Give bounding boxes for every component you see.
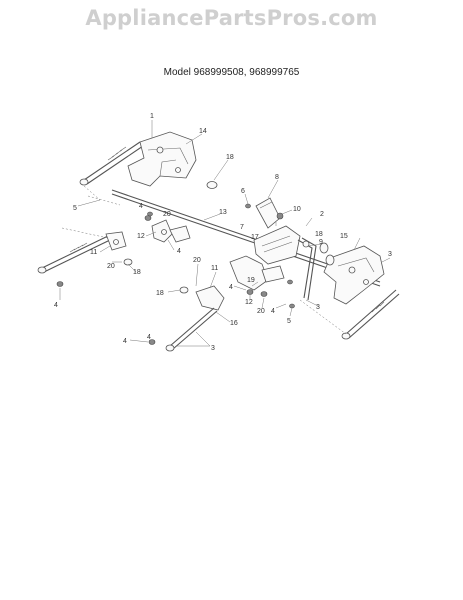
callout-11: 11 [211, 265, 218, 272]
washer-4-a [147, 211, 153, 217]
callout-16: 16 [230, 320, 238, 327]
callout-14: 14 [199, 128, 207, 135]
callout-18: 18 [156, 290, 164, 297]
foot-pedal [245, 197, 284, 229]
callout-5: 5 [73, 205, 77, 212]
right-bracket [323, 245, 385, 305]
callout-11: 11 [90, 249, 97, 256]
callout-20: 20 [163, 211, 171, 218]
callout-18: 18 [315, 231, 323, 238]
callout-20: 20 [257, 308, 265, 315]
model-caption: Model 968999508, 968999765 [163, 67, 300, 78]
callout-12: 12 [245, 299, 253, 306]
pedal-arm [297, 237, 317, 301]
callout-13: 13 [219, 209, 227, 216]
callout-15: 15 [340, 233, 348, 240]
callout-4: 4 [229, 284, 233, 291]
callout-7: 7 [240, 224, 244, 231]
callout-labels: 1 14 18 6 8 10 5 4 20 13 12 4 7 2 17 9 1… [54, 113, 392, 352]
left-bracket [127, 131, 197, 187]
callout-4: 4 [177, 248, 181, 255]
callout-3: 3 [211, 345, 215, 352]
center-link-block [229, 255, 293, 297]
callout-8: 8 [275, 174, 279, 181]
callout-4: 4 [54, 302, 58, 309]
callout-20: 20 [193, 257, 201, 264]
callout-3: 3 [316, 304, 320, 311]
callout-9: 9 [319, 239, 323, 246]
washer-4-e [289, 303, 295, 309]
washer-18-top [206, 181, 218, 189]
callout-6: 6 [241, 188, 245, 195]
callout-18: 18 [226, 154, 234, 161]
washer-18-right [319, 242, 329, 254]
callout-19: 19 [247, 277, 255, 284]
callout-4: 4 [139, 203, 143, 210]
callout-2: 2 [320, 211, 324, 218]
callout-10: 10 [293, 206, 301, 213]
callout-18: 18 [133, 269, 141, 276]
left-lever-assembly [144, 215, 191, 243]
callout-4: 4 [123, 338, 127, 345]
callout-4: 4 [271, 308, 275, 315]
callout-5: 5 [287, 318, 291, 325]
callout-4: 4 [147, 334, 151, 341]
callout-3: 3 [388, 251, 392, 258]
right-rod [299, 289, 400, 340]
callout-20: 20 [107, 263, 115, 270]
leader-lines [59, 120, 391, 347]
pedal-plate [253, 225, 301, 265]
left-lower-rod [37, 227, 133, 287]
callout-1: 1 [150, 113, 154, 120]
watermark: AppliancePartsPros.com [85, 6, 378, 30]
callout-12: 12 [137, 233, 145, 240]
upper-left-rod [79, 141, 144, 201]
callout-17: 17 [251, 234, 259, 241]
